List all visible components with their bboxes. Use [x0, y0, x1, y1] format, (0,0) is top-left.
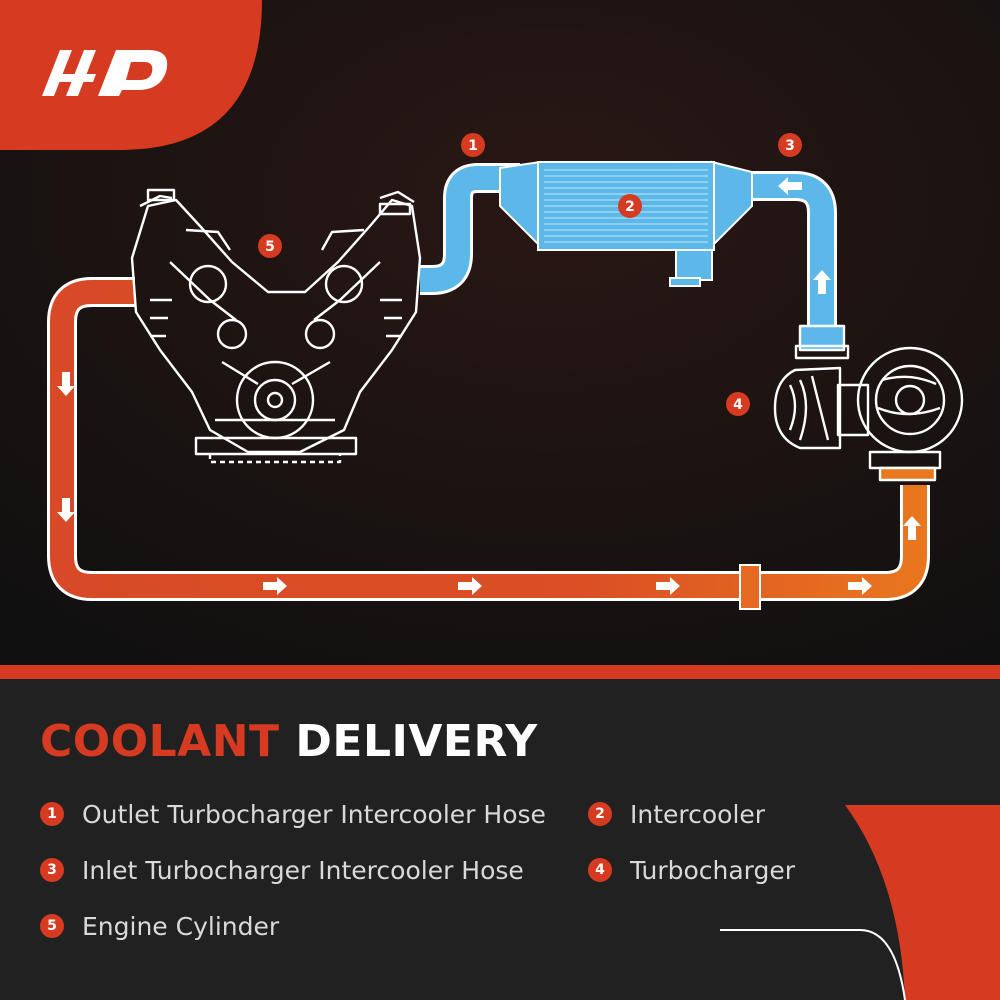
- callout-badge-outlet-hose: 1: [461, 133, 485, 157]
- callout-badge-inlet-hose: 3: [778, 133, 802, 157]
- flow-arrow-icon: [903, 516, 921, 540]
- legend-panel: [0, 679, 1000, 1000]
- callout-badges: 1 2 3 4 5: [258, 133, 802, 416]
- title-word-delivery: DELIVERY: [295, 716, 538, 767]
- callout-badge-intercooler: 2: [618, 194, 642, 218]
- flow-arrows: [57, 177, 921, 595]
- pipe-coupler: [739, 564, 761, 610]
- flow-arrow-icon: [57, 372, 75, 396]
- section-title: COOLANT DELIVERY: [40, 716, 538, 767]
- flow-arrow-icon: [263, 577, 287, 595]
- flow-arrow-icon: [458, 577, 482, 595]
- engine-cylinder-drawing: [130, 188, 422, 464]
- corner-outline: [720, 929, 906, 1000]
- callout-number: 4: [733, 397, 743, 413]
- flow-arrow-icon: [656, 577, 680, 595]
- flow-arrow-icon: [57, 498, 75, 522]
- hot-pipe: [50, 280, 927, 598]
- corner-decoration: [845, 805, 1000, 1000]
- flow-arrow-icon: [848, 577, 872, 595]
- logo-panel: [0, 0, 262, 150]
- flow-arrow-icon: [813, 270, 831, 294]
- callout-badge-turbocharger: 4: [726, 392, 750, 416]
- turbocharger-drawing: [773, 324, 964, 482]
- flow-arrow-icon: [778, 177, 802, 195]
- title-word-coolant: COOLANT: [40, 716, 280, 767]
- accent-divider: [0, 665, 1000, 679]
- callout-badge-engine-cylinder: 5: [258, 234, 282, 258]
- callout-number: 3: [785, 138, 795, 154]
- callout-number: 1: [468, 138, 478, 154]
- a-premium-logo-icon: [42, 50, 168, 96]
- callout-number: 5: [265, 239, 275, 255]
- callout-number: 2: [625, 199, 635, 215]
- outlet-hose: [420, 166, 520, 292]
